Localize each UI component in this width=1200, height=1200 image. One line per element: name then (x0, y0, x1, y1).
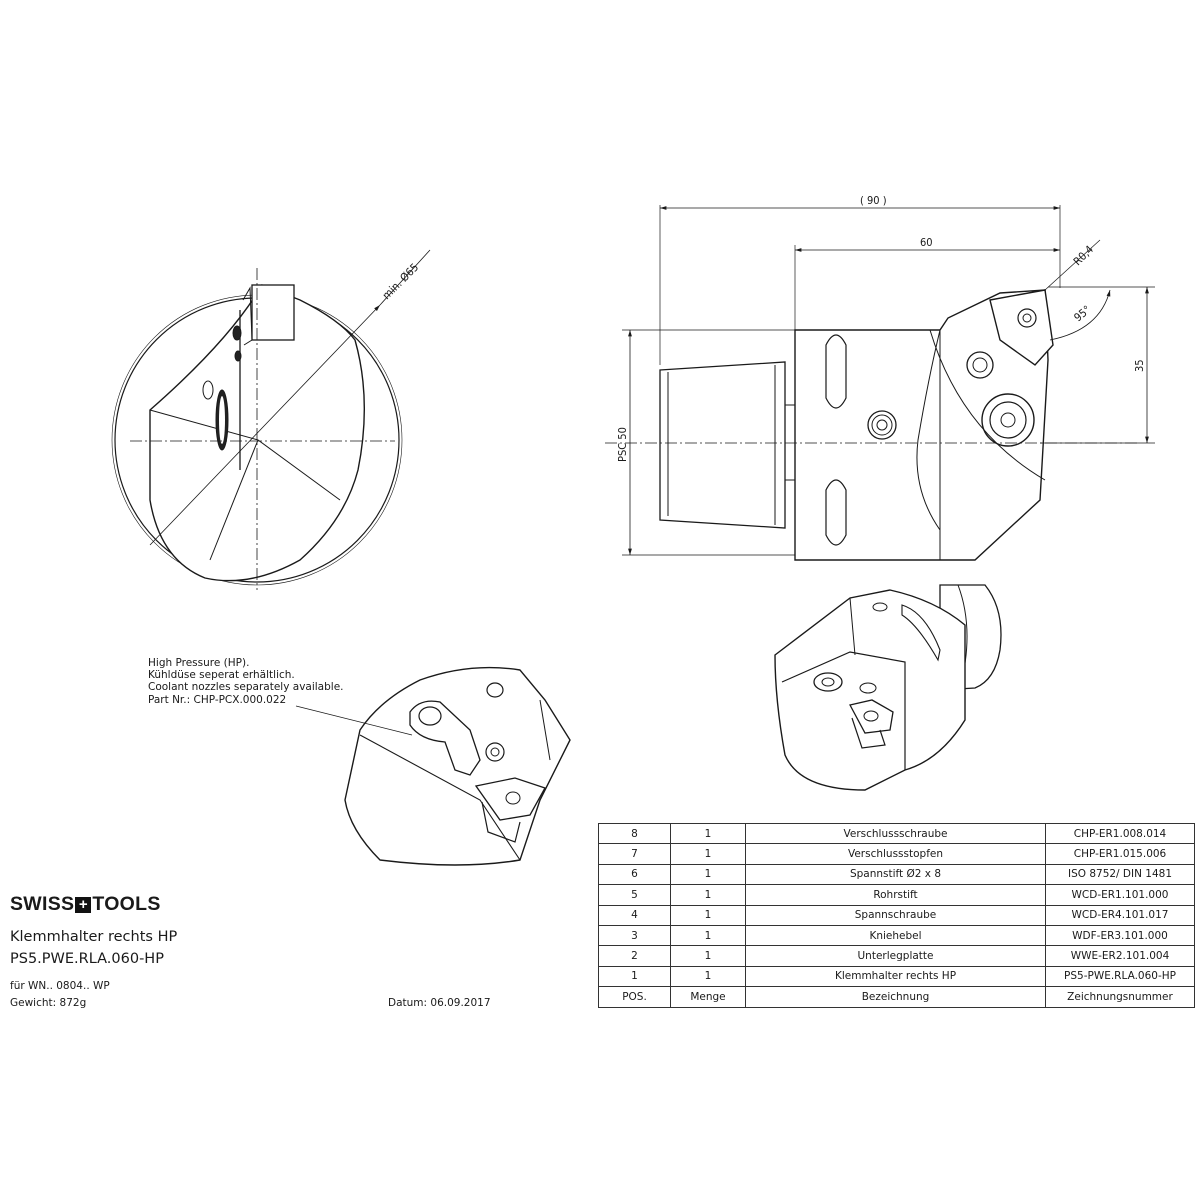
dim-35: 35 (1133, 359, 1146, 372)
qty-cell: 1 (670, 822, 746, 845)
number-cell: WWE-ER2.101.004 (1045, 945, 1195, 967)
table-row: 7 1 Verschlussstopfen CHP-ER1.015.006 (598, 843, 1195, 865)
name-cell: Rohrstift (745, 884, 1046, 906)
table-row: 1 1 Klemmhalter rechts HP PS5-PWE.RLA.06… (598, 965, 1195, 988)
pos-cell: 8 (598, 822, 671, 845)
table-row: 8 1 Verschlussschraube CHP-ER1.008.014 (598, 822, 1195, 845)
note-line-1: High Pressure (HP). (148, 657, 250, 669)
name-cell: Klemmhalter rechts HP (745, 965, 1046, 988)
drawing-title: Klemmhalter rechts HP (10, 929, 178, 945)
header-pos: POS. (598, 986, 671, 1008)
header-number: Zeichnungsnummer (1045, 986, 1195, 1008)
name-cell: Verschlussschraube (745, 822, 1046, 845)
note-line-2: Kühldüse seperat erhältlich. (148, 669, 295, 682)
table-header-row: POS. Menge Bezeichnung Zeichnungsnummer (598, 986, 1195, 1008)
coolant-note: High Pressure (HP). Kühldüse seperat erh… (148, 657, 344, 706)
logo-text-right: TOOLS (92, 893, 161, 915)
number-cell: WCD-ER4.101.017 (1045, 904, 1195, 926)
number-cell: CHP-ER1.008.014 (1045, 822, 1195, 845)
swiss-cross-icon: + (75, 897, 92, 913)
end-view (111, 249, 431, 590)
drawing-code: PS5.PWE.RLA.060-HP (10, 951, 164, 967)
table-row: 4 1 Spannschraube WCD-ER4.101.017 (598, 904, 1195, 926)
number-cell: WDF-ER3.101.000 (1045, 924, 1195, 947)
drawing-date: Datum: 06.09.2017 (388, 997, 491, 1009)
name-cell: Kniehebel (745, 924, 1046, 947)
table-row: 2 1 Unterlegplatte WWE-ER2.101.004 (598, 945, 1195, 967)
qty-cell: 1 (670, 904, 746, 926)
dim-60: 60 (920, 236, 933, 249)
side-view (605, 205, 1155, 561)
qty-cell: 1 (670, 884, 746, 906)
isometric-view (774, 584, 1002, 791)
qty-cell: 1 (670, 945, 746, 967)
pos-cell: 3 (598, 924, 671, 947)
qty-cell: 1 (670, 843, 746, 865)
number-cell: WCD-ER1.101.000 (1045, 884, 1195, 906)
name-cell: Verschlussstopfen (745, 843, 1046, 865)
pos-cell: 1 (598, 965, 671, 988)
number-cell: PS5-PWE.RLA.060-HP (1045, 965, 1195, 988)
note-line-3: Coolant nozzles separately available. (148, 681, 344, 694)
note-line-4: Part Nr.: CHP-PCX.000.022 (148, 693, 287, 706)
name-cell: Spannstift Ø2 x 8 (745, 863, 1046, 886)
dim-90: ( 90 ) (860, 194, 887, 207)
dim-psc50: PSC 50 (616, 427, 629, 462)
dim-angle-95: 95° (1072, 303, 1094, 324)
pos-cell: 6 (598, 863, 671, 886)
number-cell: CHP-ER1.015.006 (1045, 843, 1195, 865)
logo-text-left: SWISS (10, 893, 75, 915)
number-cell: ISO 8752/ DIN 1481 (1045, 863, 1195, 886)
pos-cell: 7 (598, 843, 671, 865)
pos-cell: 5 (598, 884, 671, 906)
table-row: 6 1 Spannstift Ø2 x 8 ISO 8752/ DIN 1481 (598, 863, 1195, 886)
pos-cell: 2 (598, 945, 671, 967)
header-qty: Menge (670, 986, 746, 1008)
parts-list-table: 8 1 Verschlussschraube CHP-ER1.008.014 7… (598, 822, 1195, 1008)
dim-min-diameter: min. Ø65 (380, 261, 421, 302)
header-name: Bezeichnung (745, 986, 1046, 1008)
table-row: 5 1 Rohrstift WCD-ER1.101.000 (598, 884, 1195, 906)
swisstools-logo: SWISS+TOOLS (10, 893, 161, 916)
qty-cell: 1 (670, 924, 746, 947)
insert-compatibility: für WN.. 0804.. WP (10, 980, 110, 992)
name-cell: Spannschraube (745, 904, 1046, 926)
detail-view (295, 666, 571, 866)
qty-cell: 1 (670, 863, 746, 886)
table-row: 3 1 Kniehebel WDF-ER3.101.000 (598, 924, 1195, 947)
name-cell: Unterlegplatte (745, 945, 1046, 967)
pos-cell: 4 (598, 904, 671, 926)
weight: Gewicht: 872g (10, 997, 87, 1009)
qty-cell: 1 (670, 965, 746, 988)
